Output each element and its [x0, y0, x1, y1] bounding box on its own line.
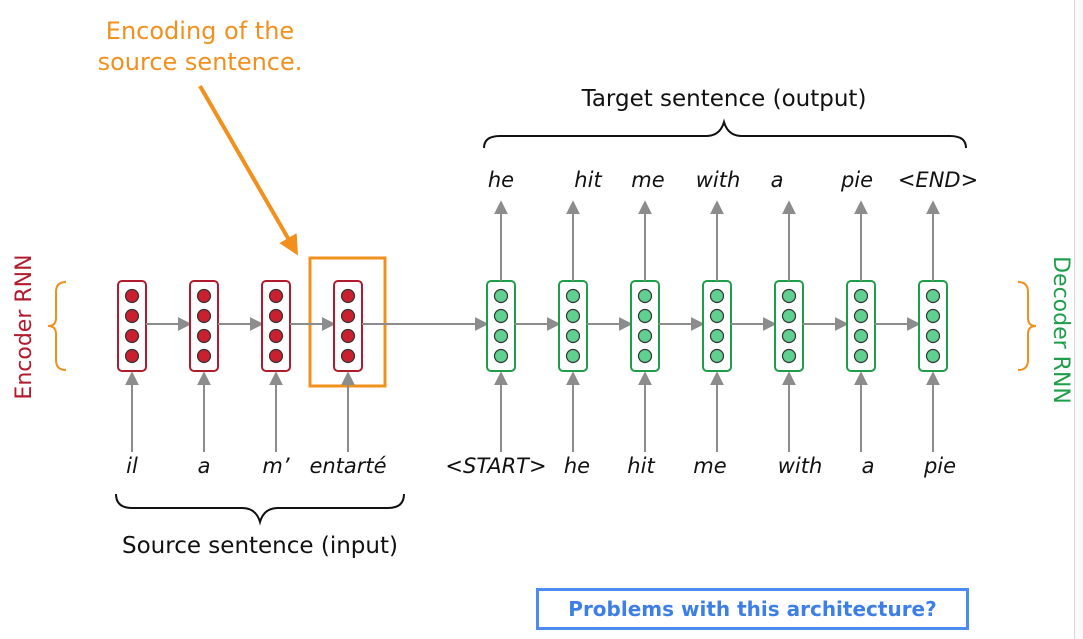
- decoder-cell: [630, 280, 660, 372]
- cell-frame: [117, 280, 147, 372]
- decoder-input-word: a: [862, 454, 875, 478]
- hidden-unit: [493, 328, 509, 344]
- output-word: pie: [840, 168, 873, 192]
- encoder-cell: [189, 280, 219, 372]
- source-brace: [115, 493, 405, 526]
- hidden-unit: [781, 288, 797, 304]
- hidden-unit: [925, 348, 941, 364]
- encoding-label-line1: Encoding of the: [106, 17, 294, 45]
- hidden-unit: [124, 348, 140, 364]
- hidden-unit: [268, 328, 284, 344]
- decoder-cell: [846, 280, 876, 372]
- hidden-unit: [925, 328, 941, 344]
- hidden-unit: [637, 288, 653, 304]
- target-brace: [483, 118, 967, 149]
- decoder-input-word: with: [778, 454, 823, 478]
- output-word: hit: [574, 168, 602, 192]
- hidden-unit: [268, 308, 284, 324]
- output-word: he: [488, 168, 514, 192]
- decoder-cell: [558, 280, 588, 372]
- hidden-unit: [124, 288, 140, 304]
- decoder-cell: [774, 280, 804, 372]
- hidden-unit: [196, 308, 212, 324]
- encoding-label-line2: source sentence.: [98, 48, 303, 76]
- source-sentence-label: Source sentence (input): [122, 533, 398, 559]
- hidden-unit: [196, 348, 212, 364]
- hidden-unit: [493, 288, 509, 304]
- hidden-unit: [853, 308, 869, 324]
- decoder-cell: [702, 280, 732, 372]
- hidden-unit: [637, 328, 653, 344]
- decoder-brace: [1017, 281, 1037, 371]
- decoder-input-word: he: [564, 454, 590, 478]
- output-word: with: [696, 168, 741, 192]
- decoder-cell: [486, 280, 516, 372]
- encoder-brace: [47, 281, 67, 371]
- hidden-unit: [124, 328, 140, 344]
- hidden-unit: [709, 288, 725, 304]
- encoder-cell: [261, 280, 291, 372]
- decoder-input-word: <START>: [445, 454, 546, 478]
- hidden-unit: [781, 328, 797, 344]
- hidden-unit: [340, 308, 356, 324]
- hidden-unit: [565, 348, 581, 364]
- hidden-unit: [268, 288, 284, 304]
- decoder-input-word: me: [693, 454, 726, 478]
- hidden-unit: [637, 308, 653, 324]
- encoder-group: il a m’ entarté: [117, 280, 387, 478]
- hidden-unit: [709, 308, 725, 324]
- output-word: me: [631, 168, 664, 192]
- hidden-unit: [196, 328, 212, 344]
- hidden-unit: [493, 348, 509, 364]
- hidden-unit: [493, 308, 509, 324]
- hidden-unit: [709, 348, 725, 364]
- right-edge-strip: [1074, 0, 1083, 639]
- hidden-unit: [565, 308, 581, 324]
- decoder-cell: [918, 280, 948, 372]
- hidden-unit: [853, 288, 869, 304]
- encoder-rnn-label: Encoder RNN: [12, 254, 37, 399]
- hidden-unit: [340, 288, 356, 304]
- source-word: il: [126, 454, 138, 478]
- decoder-input-word: hit: [627, 454, 655, 478]
- decoder-group: <START> he he hit hit me me with with a a pie pie <EN…: [362, 168, 978, 478]
- hidden-unit: [340, 348, 356, 364]
- source-word: entarté: [309, 454, 386, 478]
- cell-frame: [189, 280, 219, 372]
- encoding-pointer-arrow: [198, 84, 299, 256]
- encoder-cell: [117, 280, 147, 372]
- source-word: a: [198, 454, 211, 478]
- hidden-unit: [709, 328, 725, 344]
- decoder-rnn-label: Decoder RNN: [1048, 256, 1073, 404]
- hidden-unit: [925, 288, 941, 304]
- problems-callout: Problems with this architecture?: [536, 588, 969, 630]
- target-sentence-label: Target sentence (output): [581, 86, 867, 112]
- hidden-unit: [124, 308, 140, 324]
- hidden-unit: [781, 308, 797, 324]
- hidden-unit: [268, 348, 284, 364]
- hidden-unit: [781, 348, 797, 364]
- cell-frame: [261, 280, 291, 372]
- output-word: a: [771, 168, 784, 192]
- hidden-unit: [565, 288, 581, 304]
- hidden-unit: [925, 308, 941, 324]
- output-word: <END>: [898, 168, 978, 192]
- hidden-unit: [853, 348, 869, 364]
- hidden-unit: [340, 328, 356, 344]
- encoder-cell: [333, 280, 363, 372]
- hidden-unit: [565, 328, 581, 344]
- cell-frame: [333, 280, 363, 372]
- hidden-unit: [637, 348, 653, 364]
- decoder-input-word: pie: [923, 454, 956, 478]
- source-word: m’: [262, 454, 289, 478]
- hidden-unit: [196, 288, 212, 304]
- hidden-unit: [853, 328, 869, 344]
